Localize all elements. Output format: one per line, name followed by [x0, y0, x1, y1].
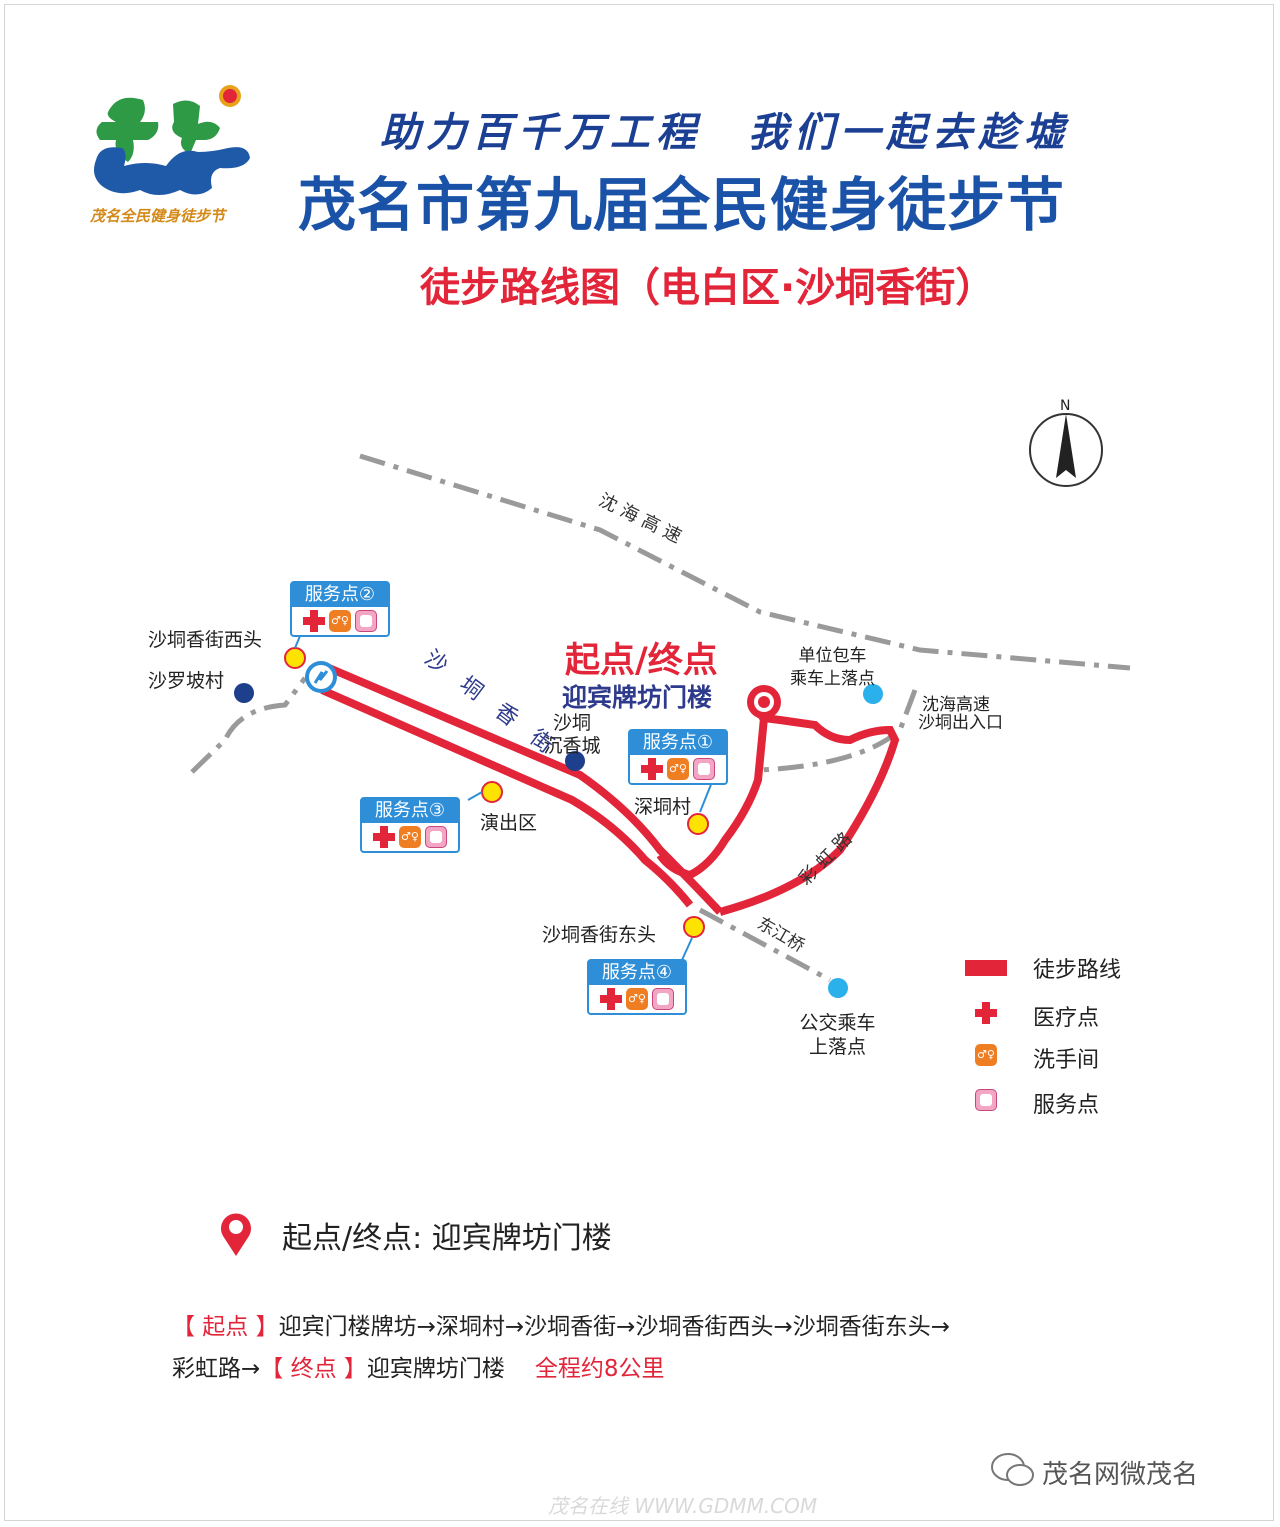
- route-start-loop: [656, 717, 768, 880]
- wechat-icon: [991, 1453, 1034, 1486]
- legend-restroom-label: 洗手间: [1033, 1048, 1100, 1073]
- route-main-street-inner: [320, 686, 694, 908]
- legend-restroom: ♂♀ 洗手间: [965, 1044, 1099, 1073]
- label-performance: 演出区: [480, 812, 538, 834]
- route-line-1: 迎宾门楼牌坊→深垌村→沙垌香街→沙垌香街西头→沙垌香街东头→: [278, 1314, 950, 1340]
- restroom-icon: ♂♀: [329, 610, 351, 632]
- label-exit-1: 沈海高速: [922, 695, 990, 715]
- service-dot-east: [683, 916, 705, 938]
- service-box-title: 服务点②: [292, 583, 388, 607]
- bus-dot-public: [828, 978, 848, 998]
- dongjiang-bridge-label: 东江桥: [754, 914, 808, 957]
- bus-dot-unit: [863, 684, 883, 704]
- restroom-icon: ♂♀: [667, 758, 689, 780]
- place-dot-shaluopo: [234, 683, 254, 703]
- watermark-bottom: 茂名在线 WWW.GDMM.COM: [548, 1494, 818, 1518]
- watermark-text: 茂名网微茂名: [1042, 1460, 1199, 1490]
- label-chenxiang-2: 沉香城: [543, 735, 601, 757]
- svg-text:N: N: [1060, 398, 1070, 414]
- medical-cross-icon: [641, 758, 663, 780]
- service-box-title: 服务点③: [362, 799, 458, 823]
- legend-medical-label: 医疗点: [1033, 1006, 1100, 1031]
- route-map: 沈 海 高 速 沙 垌 香 街 彩 虹 路 东江桥 N: [190, 398, 1131, 998]
- route-line-2a: 彩虹路→: [172, 1356, 261, 1382]
- slogan: 助力百千万工程 我们一起去趁墟: [380, 109, 1070, 156]
- start-end-summary: 起点/终点: 迎宾牌坊门楼: [282, 1221, 612, 1256]
- highway-line: [359, 453, 1131, 671]
- service-icon: [693, 758, 715, 780]
- label-unit-bus-2: 乘车上落点: [790, 669, 875, 689]
- label-unit-bus-1: 单位包车: [798, 646, 867, 666]
- service-dot-west: [284, 647, 306, 669]
- service-icon: [975, 1089, 997, 1111]
- route-end-tag: 【 终点 】: [260, 1356, 367, 1382]
- route-main-street: [320, 661, 723, 915]
- dongjiang-road: [698, 907, 832, 983]
- legend-medical: 医疗点: [965, 1002, 1099, 1031]
- page-title: 茂名市第九届全民健身徒步节: [298, 171, 1066, 239]
- label-bus-stop-2: 上落点: [808, 1036, 866, 1058]
- service-box-2: 服务点② ♂♀: [290, 581, 390, 637]
- legend-route: 徒步路线: [965, 958, 1121, 983]
- highway-label: 沈 海 高 速: [595, 490, 684, 548]
- service-box-1: 服务点① ♂♀: [628, 729, 728, 785]
- service-dot-shendong: [687, 813, 709, 835]
- route-distance: 全程约8公里: [534, 1356, 665, 1382]
- service-dot-performance: [481, 781, 503, 803]
- medical-cross-icon: [600, 988, 622, 1010]
- service-box-title: 服务点④: [589, 961, 685, 985]
- label-shaluopo: 沙罗坡村: [148, 670, 225, 692]
- service-icon: [425, 826, 447, 848]
- service-box-title: 服务点①: [630, 731, 726, 755]
- route-rainbow-road: [718, 714, 900, 916]
- medical-cross-icon: [975, 1002, 997, 1024]
- start-end-name: 迎宾牌坊门楼: [562, 683, 713, 712]
- route-line-swatch: [965, 960, 1007, 976]
- legend-service-label: 服务点: [1033, 1093, 1100, 1118]
- start-end-label: 起点/终点: [565, 641, 718, 681]
- page-subtitle: 徒步路线图（电白区·沙垌香街）: [420, 265, 996, 311]
- rainbow-road-label: 彩 虹 路: [795, 828, 856, 889]
- logo-tagline: 茂名全民健身徒步节: [90, 207, 226, 225]
- location-pin-icon: [221, 1213, 251, 1256]
- restroom-icon: ♂♀: [399, 826, 421, 848]
- route-line-2b: 迎宾牌坊门楼: [366, 1356, 505, 1382]
- legend-route-label: 徒步路线: [1033, 958, 1122, 983]
- service-icon: [652, 988, 674, 1010]
- route-description: 【 起点 】迎宾门楼牌坊→深垌村→沙垌香街→沙垌香街西头→沙垌香街东头→ 彩虹路…: [172, 1306, 1172, 1390]
- restroom-icon: ♂♀: [626, 988, 648, 1010]
- festival-logo: [94, 85, 250, 195]
- label-shendong: 深垌村: [634, 796, 692, 818]
- medical-cross-icon: [373, 826, 395, 848]
- legend-service: 服务点: [965, 1089, 1099, 1118]
- route-start-tag: 【 起点 】: [172, 1314, 279, 1340]
- start-end-pin: [747, 685, 781, 726]
- label-bus-stop-1: 公交乘车: [799, 1012, 876, 1034]
- page-frame: [4, 4, 1274, 1521]
- label-xijie-west: 沙垌香街西头: [148, 629, 263, 651]
- place-dot-chenxiang: [565, 751, 585, 771]
- label-exit-2: 沙垌出入口: [918, 713, 1003, 733]
- service-icon: [355, 610, 377, 632]
- restroom-icon: ♂♀: [975, 1044, 997, 1066]
- medical-cross-icon: [303, 610, 325, 632]
- label-chenxiang-1: 沙垌: [552, 712, 591, 734]
- exit-ramp: [759, 689, 918, 773]
- west-branch-road: [190, 676, 308, 774]
- label-xiangjie-east: 沙垌香街东头: [542, 924, 657, 946]
- service-box-4: 服务点④ ♂♀: [587, 959, 687, 1015]
- service-box-3: 服务点③ ♂♀: [360, 797, 460, 853]
- compass-icon: N: [1029, 398, 1103, 487]
